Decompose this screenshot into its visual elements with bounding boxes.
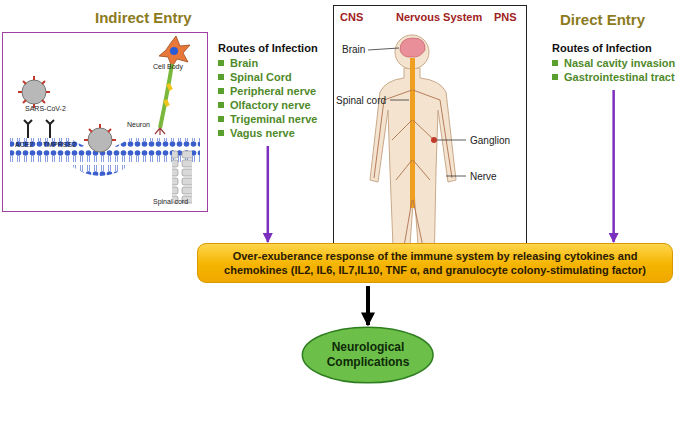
list-row: Peripheral nerve <box>218 85 318 97</box>
outcome-ellipse: Neurological Complications <box>301 326 434 384</box>
section-heading: Indirect Entry <box>95 9 192 26</box>
flow-arrow <box>267 146 270 242</box>
figure-label: Neuron <box>127 121 150 128</box>
route-list: Routes of InfectionNasal cavity invasion… <box>548 40 676 87</box>
figure-label: SARS-CoV-2 <box>25 105 66 112</box>
figure-label: Nerve <box>470 171 497 182</box>
figure-label: ACE2 <box>15 141 33 148</box>
figure-label: Ganglion <box>470 135 510 146</box>
figure-label: Spinal cord <box>153 198 188 205</box>
bullet <box>218 74 224 80</box>
flow-arrow <box>366 286 370 325</box>
list-row: Trigeminal nerve <box>218 113 318 125</box>
bullet <box>218 130 224 136</box>
route-item: Gastrointestinal tract <box>564 71 675 83</box>
list-heading: Routes of Infection <box>552 42 675 54</box>
figure-label: Cell Body <box>153 63 183 70</box>
route-item: Trigeminal nerve <box>230 113 317 125</box>
illustration-panel: SARS-CoV-2ACE2 TMPRSS2 Cell BodyNeuronSpin… <box>2 32 208 212</box>
route-list: Routes of InfectionBrainSpinal CordPerip… <box>214 40 322 143</box>
route-item: Olfactory nerve <box>230 99 311 111</box>
list-row: Olfactory nerve <box>218 99 318 111</box>
list-row: Gastrointestinal tract <box>552 71 675 83</box>
bullet <box>218 116 224 122</box>
illustration-panel: CNS Nervous System PNS BrainSpinal cordGang… <box>333 5 527 277</box>
bullet <box>552 74 558 80</box>
list-heading: Routes of Infection <box>218 42 318 54</box>
figure-label: Spinal cord <box>336 95 386 106</box>
list-row: Vagus nerve <box>218 127 318 139</box>
route-item: Nasal cavity invasion <box>564 57 675 69</box>
bullet <box>218 102 224 108</box>
section-heading: Direct Entry <box>560 11 645 28</box>
list-row: Spinal Cord <box>218 71 318 83</box>
figure-label: TMPRSS2 <box>43 141 76 148</box>
list-row: Brain <box>218 57 318 69</box>
route-item: Vagus nerve <box>230 127 295 139</box>
ellipse-text: Neurological Complications <box>321 340 414 370</box>
route-item: Brain <box>230 57 258 69</box>
flow-arrow <box>612 90 615 242</box>
figure-label: CNS <box>340 11 363 23</box>
list-row: Nasal cavity invasion <box>552 57 675 69</box>
process-band: Over-exuberance response of the immune s… <box>197 243 673 283</box>
figure-label: PNS <box>494 11 517 23</box>
bullet <box>218 88 224 94</box>
bullet <box>552 60 558 66</box>
figure-label: Brain <box>342 44 365 55</box>
figure-label: Nervous System <box>396 11 482 23</box>
band-text: Over-exuberance response of the immune s… <box>208 249 662 278</box>
route-item: Spinal Cord <box>230 71 292 83</box>
route-item: Peripheral nerve <box>230 85 316 97</box>
bullet <box>218 60 224 66</box>
